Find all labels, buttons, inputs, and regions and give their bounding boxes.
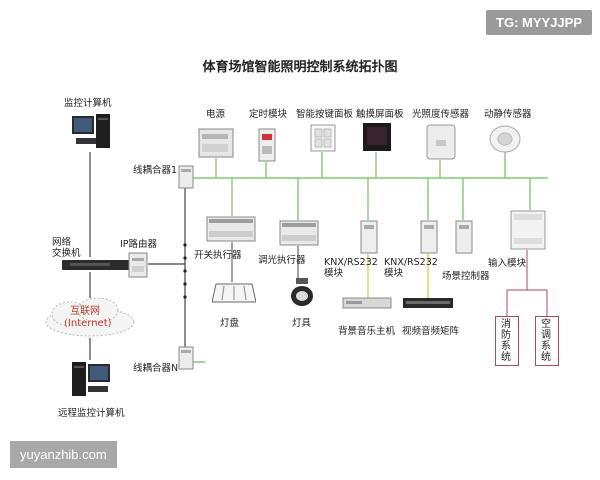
label-line-coupler-1: 线耦合器1 [133,165,178,176]
label-touch-panel: 触摸屏面板 [356,109,404,120]
keypad-panel-icon [310,124,336,152]
label-lamp-panel: 灯盘 [220,318,240,329]
label-ip-router: IP路由器 [120,239,158,250]
label-dimming-actuator: 调光执行器 [258,255,306,266]
touch-panel-icon [363,123,391,151]
label-line-coupler-n: 线耦合器N [133,363,179,374]
power-supply-icon [198,128,234,158]
label-keypad-panel: 智能按键面板 [296,109,354,120]
label-lamp-fixture: 灯具 [292,318,312,329]
label-motion-sensor: 动静传感器 [484,109,532,120]
label-input-module: 输入模块 [488,258,527,269]
label-av-matrix: 视频音频矩阵 [402,326,460,337]
scene-controller-icon [455,220,473,254]
label-knx-rs232-a: KNX/RS232 模块 [324,257,378,279]
motion-sensor-icon [489,125,521,153]
label-scene-controller: 场景控制器 [442,271,490,282]
line-coupler-n-icon [178,346,194,370]
label-bg-music-host: 背景音乐主机 [338,326,396,337]
diagram-title: 体育场馆智能照明控制系统拓扑图 [202,60,398,75]
label-light-sensor: 光照度传感器 [412,109,470,120]
knx-rs232-a-icon [360,220,378,254]
label-network-switch: 网络 交换机 [52,237,81,259]
bg-music-host-icon [342,297,392,309]
knx-rs232-b-icon [420,220,438,254]
label-power-supply: 电源 [206,109,226,120]
input-module-icon [510,210,546,250]
ip-router-icon [128,252,148,278]
label-switch-actuator: 开关执行器 [194,250,242,261]
remote-pc-icon [72,362,110,396]
switch-actuator-icon [206,216,256,242]
fire-system-box [495,316,519,366]
label-fire-system: 消防系统 [501,319,511,363]
ellipsis-dots [183,243,187,299]
internet-cloud-icon [45,297,135,337]
light-sensor-icon [426,124,456,160]
label-internet-en: (Internet) [64,318,112,329]
hvac-system-box [535,316,559,366]
watermark-tg: TG: MYYJJPP [486,10,592,35]
label-knx-rs232-b: KNX/RS232 模块 [384,257,438,279]
label-hvac-system: 空调系统 [541,319,551,363]
lamp-fixture-icon [291,278,313,306]
label-timer-module: 定时模块 [249,109,288,120]
timer-module-icon [258,128,276,162]
lamp-panel-icon [212,283,256,303]
monitor-pc-icon [72,114,110,148]
dimming-actuator-icon [279,220,319,246]
label-monitor-pc: 监控计算机 [64,98,112,109]
watermark-url: yuyanzhib.com [10,441,117,468]
av-matrix-icon [403,298,453,308]
label-internet-cn: 互联网 [70,306,100,317]
line-coupler-1-icon [178,165,194,189]
label-remote-pc: 远程监控计算机 [58,408,125,419]
network-switch-icon [62,260,132,270]
